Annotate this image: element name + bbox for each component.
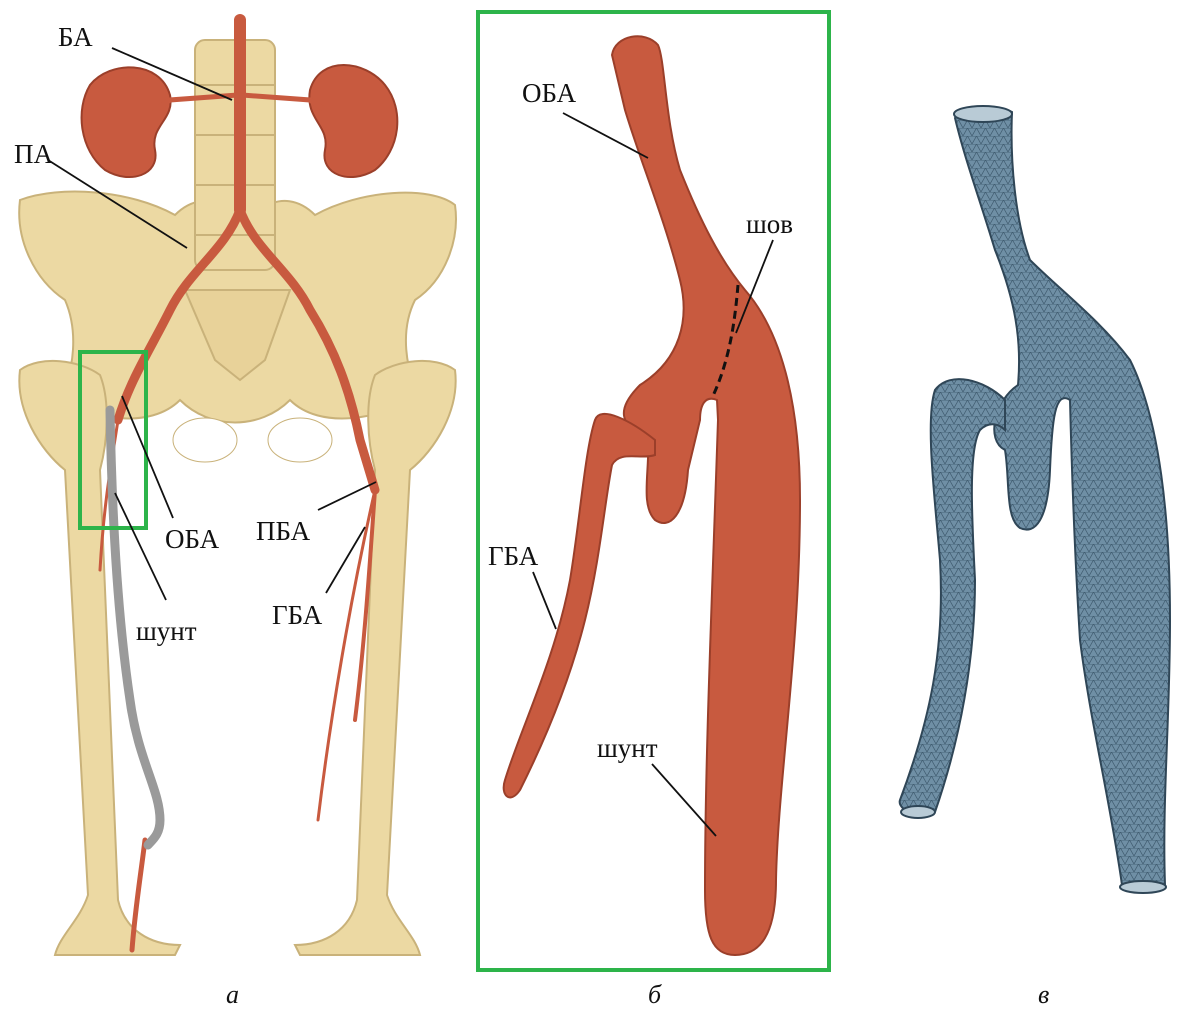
kidney-right — [309, 65, 397, 177]
kidney-left — [82, 67, 171, 177]
mesh-main-vessel — [955, 108, 1170, 892]
femur-left — [19, 361, 180, 955]
label-ba: БА — [58, 22, 93, 52]
leader-gba-b — [533, 572, 556, 629]
caption-b: б — [648, 980, 662, 1009]
mesh-outlet-cap-branch — [901, 806, 935, 818]
vessel-oba-shunt — [612, 36, 800, 955]
caption-a: а — [226, 980, 239, 1009]
obturator-left — [173, 418, 237, 462]
leader-shunt-a — [115, 493, 166, 600]
label-pa: ПА — [14, 139, 53, 169]
caption-c: в — [1038, 980, 1049, 1009]
mesh-outlet-cap-main — [1120, 881, 1166, 893]
label-pba: ПБА — [256, 516, 311, 546]
leader-pba — [318, 482, 376, 510]
panel-c-mesh: в — [900, 106, 1170, 1009]
label-oba-a: ОБА — [165, 524, 220, 554]
label-shunt-a: шунт — [136, 616, 197, 646]
label-shov: шов — [746, 209, 793, 239]
label-gba-b: ГБА — [488, 541, 539, 571]
obturator-right — [268, 418, 332, 462]
mesh-inlet-cap — [954, 106, 1012, 122]
panel-b-model: ОБА шов ГБА шунт б — [478, 12, 829, 1009]
label-shunt-b: шунт — [597, 733, 658, 763]
mesh-branch — [900, 379, 1005, 816]
panel-a-anatomy: БА ПА ОБА ПБА шунт ГБА а — [14, 20, 456, 1009]
label-oba-b: ОБА — [522, 78, 577, 108]
label-gba-a: ГБА — [272, 600, 323, 630]
